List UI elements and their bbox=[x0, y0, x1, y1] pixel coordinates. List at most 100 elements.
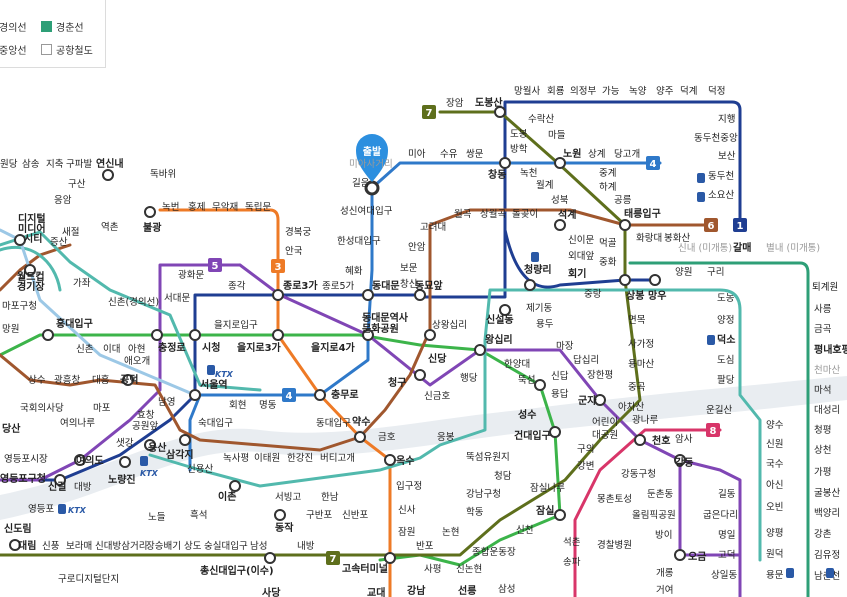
station-label: 국수 bbox=[766, 459, 784, 470]
station-label: 금호 bbox=[378, 432, 396, 443]
station-label: 문화공원 bbox=[362, 322, 399, 335]
station-dot bbox=[424, 329, 436, 341]
arex-path bbox=[0, 228, 197, 397]
station-label: 양정 bbox=[717, 315, 734, 326]
line-badge-number: 3 bbox=[275, 262, 282, 273]
station-label: 동대입구 bbox=[316, 417, 351, 429]
station-label: 구산 bbox=[68, 179, 86, 190]
station-label: 보문 bbox=[400, 263, 418, 274]
station-label: 용산 bbox=[148, 441, 167, 454]
station-dot bbox=[499, 304, 511, 316]
station-label: 미디어 bbox=[18, 222, 46, 235]
station-dot bbox=[384, 552, 396, 564]
station-label: 종합운동장 bbox=[472, 547, 516, 558]
station-label: 면목 bbox=[628, 315, 646, 326]
station-label: 길동 bbox=[718, 488, 736, 500]
station-label: 이촌 bbox=[218, 490, 236, 503]
station-label: 영등포 bbox=[28, 504, 54, 515]
station-label: 한성대입구 bbox=[337, 235, 381, 247]
station-dot bbox=[102, 169, 114, 181]
station-dot bbox=[649, 274, 661, 286]
station-label: 신촌(경의선) bbox=[108, 296, 159, 308]
line-badge-box bbox=[706, 423, 720, 437]
station-label: 동대문 bbox=[372, 279, 400, 292]
station-label: 원당 bbox=[0, 159, 18, 170]
legend-label: 중앙선 bbox=[0, 46, 27, 57]
station-label: 길음 bbox=[352, 177, 370, 189]
station-dot bbox=[189, 389, 201, 401]
station-label: 동묘앞 bbox=[415, 280, 443, 292]
station-label: 응암 bbox=[54, 194, 72, 206]
station-label: 장한평 bbox=[587, 370, 613, 381]
station-label: 천마산 bbox=[814, 365, 840, 376]
station-label: 대공원 bbox=[592, 430, 618, 441]
station-label: 사평 bbox=[424, 564, 441, 575]
station-label: 노들 bbox=[148, 512, 166, 523]
station-label: 영등포구청 bbox=[0, 472, 46, 485]
station-label: 상왕십리 bbox=[432, 320, 467, 331]
station-label: 화랑대 bbox=[636, 232, 662, 244]
station-label: 서대문 bbox=[164, 293, 190, 304]
legend-label: 경의선 bbox=[0, 23, 27, 34]
station-label: 신대방삼거리 bbox=[95, 541, 147, 552]
station-label: 송파 bbox=[563, 557, 581, 568]
station-label: 김유정 bbox=[814, 549, 840, 561]
station-label: 학동 bbox=[466, 507, 484, 518]
station-label: 둔촌동 bbox=[647, 489, 673, 500]
station-label: 평내호평 bbox=[814, 343, 847, 356]
station-label: 마석 bbox=[814, 385, 831, 396]
station-dot bbox=[119, 456, 131, 468]
station-label: 충무로 bbox=[331, 388, 359, 401]
station-label: 오금 bbox=[688, 551, 706, 563]
station-label: 강변 bbox=[577, 461, 594, 472]
line-badge-box bbox=[326, 551, 340, 565]
station-label: 구의 bbox=[577, 444, 594, 455]
station-label: 성북 bbox=[551, 195, 569, 206]
station-label: 종로3가 bbox=[283, 279, 318, 292]
station-label: 강촌 bbox=[814, 529, 832, 540]
station-dot bbox=[14, 234, 26, 246]
station-label: 몽촌토성 bbox=[597, 494, 632, 505]
station-label: 신풍 bbox=[42, 541, 60, 552]
station-dot bbox=[594, 394, 606, 406]
station-dot bbox=[674, 549, 686, 561]
station-label: 상일동 bbox=[711, 570, 737, 581]
station-dot bbox=[264, 552, 276, 564]
station-label: 도봉산 bbox=[475, 96, 503, 109]
station-label: 경복궁 bbox=[285, 226, 311, 238]
station-label: 여의나루 bbox=[60, 417, 95, 429]
station-label: 신반포 bbox=[342, 510, 368, 521]
station-label: 군자 bbox=[578, 394, 597, 407]
station-label: 회기 bbox=[568, 267, 586, 280]
station-dot bbox=[362, 289, 374, 301]
legend-item: 공항철도 bbox=[41, 42, 93, 57]
station-label: 당고개 bbox=[614, 149, 640, 160]
station-label: 남성 bbox=[250, 541, 267, 552]
station-label: 이대 bbox=[103, 344, 120, 355]
station-label: 노원 bbox=[563, 147, 581, 160]
train-icon bbox=[140, 456, 148, 466]
station-label: 약수 bbox=[352, 415, 370, 428]
station-dot bbox=[499, 157, 511, 169]
station-label: 태릉입구 bbox=[624, 207, 661, 220]
start-marker[interactable]: 출발 bbox=[356, 134, 388, 182]
station-label: 보라매 bbox=[66, 541, 92, 552]
station-dot bbox=[619, 219, 631, 231]
station-label: 의정부 bbox=[570, 86, 596, 97]
station-label: 신답 bbox=[551, 370, 569, 382]
station-dot bbox=[179, 434, 191, 446]
station-label: 돌곶이 bbox=[512, 209, 538, 220]
station-dot bbox=[674, 454, 686, 466]
station-label: 청구 bbox=[388, 376, 406, 389]
station-label: 연신내 bbox=[96, 157, 124, 170]
station-label: 강동 bbox=[675, 456, 693, 469]
station-label: 삼송 bbox=[22, 159, 40, 170]
station-label: 신촌 bbox=[76, 344, 94, 355]
station-label: 청평 bbox=[814, 425, 831, 436]
station-label: 석촌 bbox=[563, 537, 581, 548]
station-label: 대성리 bbox=[814, 405, 840, 416]
station-label: 덕정 bbox=[708, 86, 725, 97]
station-label: 장승배기 bbox=[146, 541, 181, 552]
line-badge-number: 4 bbox=[650, 159, 657, 170]
